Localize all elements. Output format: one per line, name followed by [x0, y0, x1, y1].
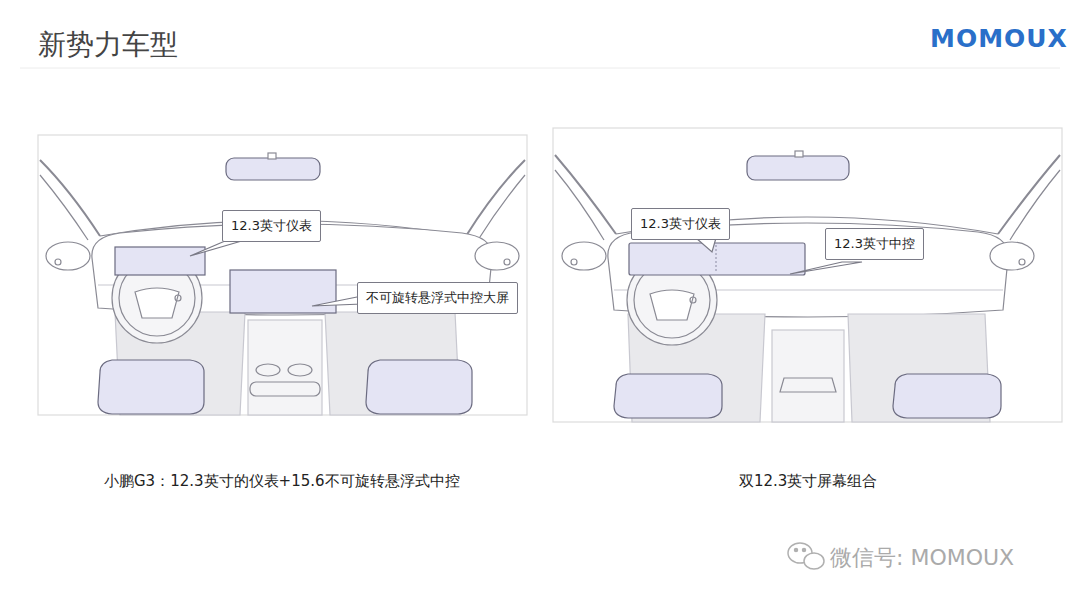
callout-box: 12.3英寸仪表	[222, 210, 321, 242]
callout-box: 不可旋转悬浮式中控大屏	[357, 282, 518, 314]
callout-text: 12.3英寸仪表	[231, 218, 312, 233]
watermark: 微信号: MOMOUX	[830, 543, 1014, 573]
callout-box: 12.3英寸中控	[825, 228, 924, 260]
page-title: 新势力车型	[38, 26, 178, 64]
callout-text: 12.3英寸仪表	[640, 216, 721, 231]
panel-caption: 小鹏G3：12.3英寸的仪表+15.6不可旋转悬浮式中控	[104, 472, 460, 491]
panel-caption: 双12.3英寸屏幕组合	[739, 472, 877, 491]
callout-box: 12.3英寸仪表	[631, 208, 730, 240]
brand-logo: MOMOUX	[930, 24, 1068, 53]
callout-text: 不可旋转悬浮式中控大屏	[366, 290, 509, 305]
callout-text: 12.3英寸中控	[834, 236, 915, 251]
